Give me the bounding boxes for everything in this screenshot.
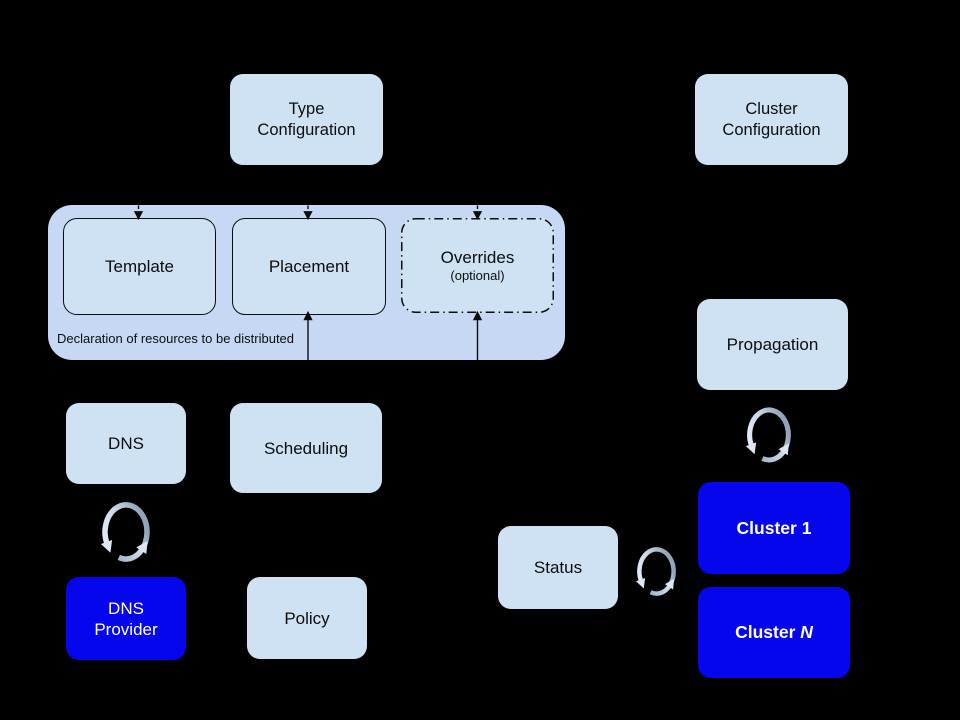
node-sublabel: (optional) <box>450 268 505 283</box>
node-label: Cluster 1 <box>736 517 812 538</box>
node-template: Template <box>63 218 216 315</box>
node-label: Status <box>533 558 583 577</box>
node-cluster-configuration: Cluster Configuration <box>695 74 848 165</box>
sync-icon <box>632 537 681 606</box>
node-dns-provider: DNS Provider <box>66 577 186 660</box>
node-label: Configuration <box>257 120 356 139</box>
node-label: Policy <box>284 608 330 628</box>
node-label: Template <box>105 257 174 276</box>
node-label: DNS <box>108 434 144 453</box>
sync-icon <box>741 399 797 471</box>
node-label: DNS <box>108 598 144 618</box>
node-scheduling: Scheduling <box>230 403 382 493</box>
node-status: Status <box>498 526 618 609</box>
node-label: Placement <box>268 257 350 276</box>
node-label: Cluster N <box>735 622 813 642</box>
resource-group-caption: Declaration of resources to be distribut… <box>57 331 295 346</box>
node-label: Overrides <box>440 248 515 267</box>
node-label: Cluster <box>745 99 798 118</box>
node-label: Type <box>288 99 325 118</box>
node-dns: DNS <box>66 403 186 484</box>
node-cluster-n: Cluster N <box>698 587 850 678</box>
node-cluster-1: Cluster 1 <box>698 482 850 574</box>
node-type-configuration: Type Configuration <box>230 74 383 165</box>
sync-icon <box>95 493 157 571</box>
node-label: Propagation <box>726 335 819 354</box>
node-overrides: Overrides (optional) <box>401 218 554 313</box>
node-label: Configuration <box>722 120 821 139</box>
node-policy: Policy <box>247 577 367 659</box>
node-label: Scheduling <box>263 438 349 458</box>
node-placement: Placement <box>232 218 386 315</box>
node-propagation: Propagation <box>697 299 848 390</box>
node-label: Provider <box>94 619 158 639</box>
